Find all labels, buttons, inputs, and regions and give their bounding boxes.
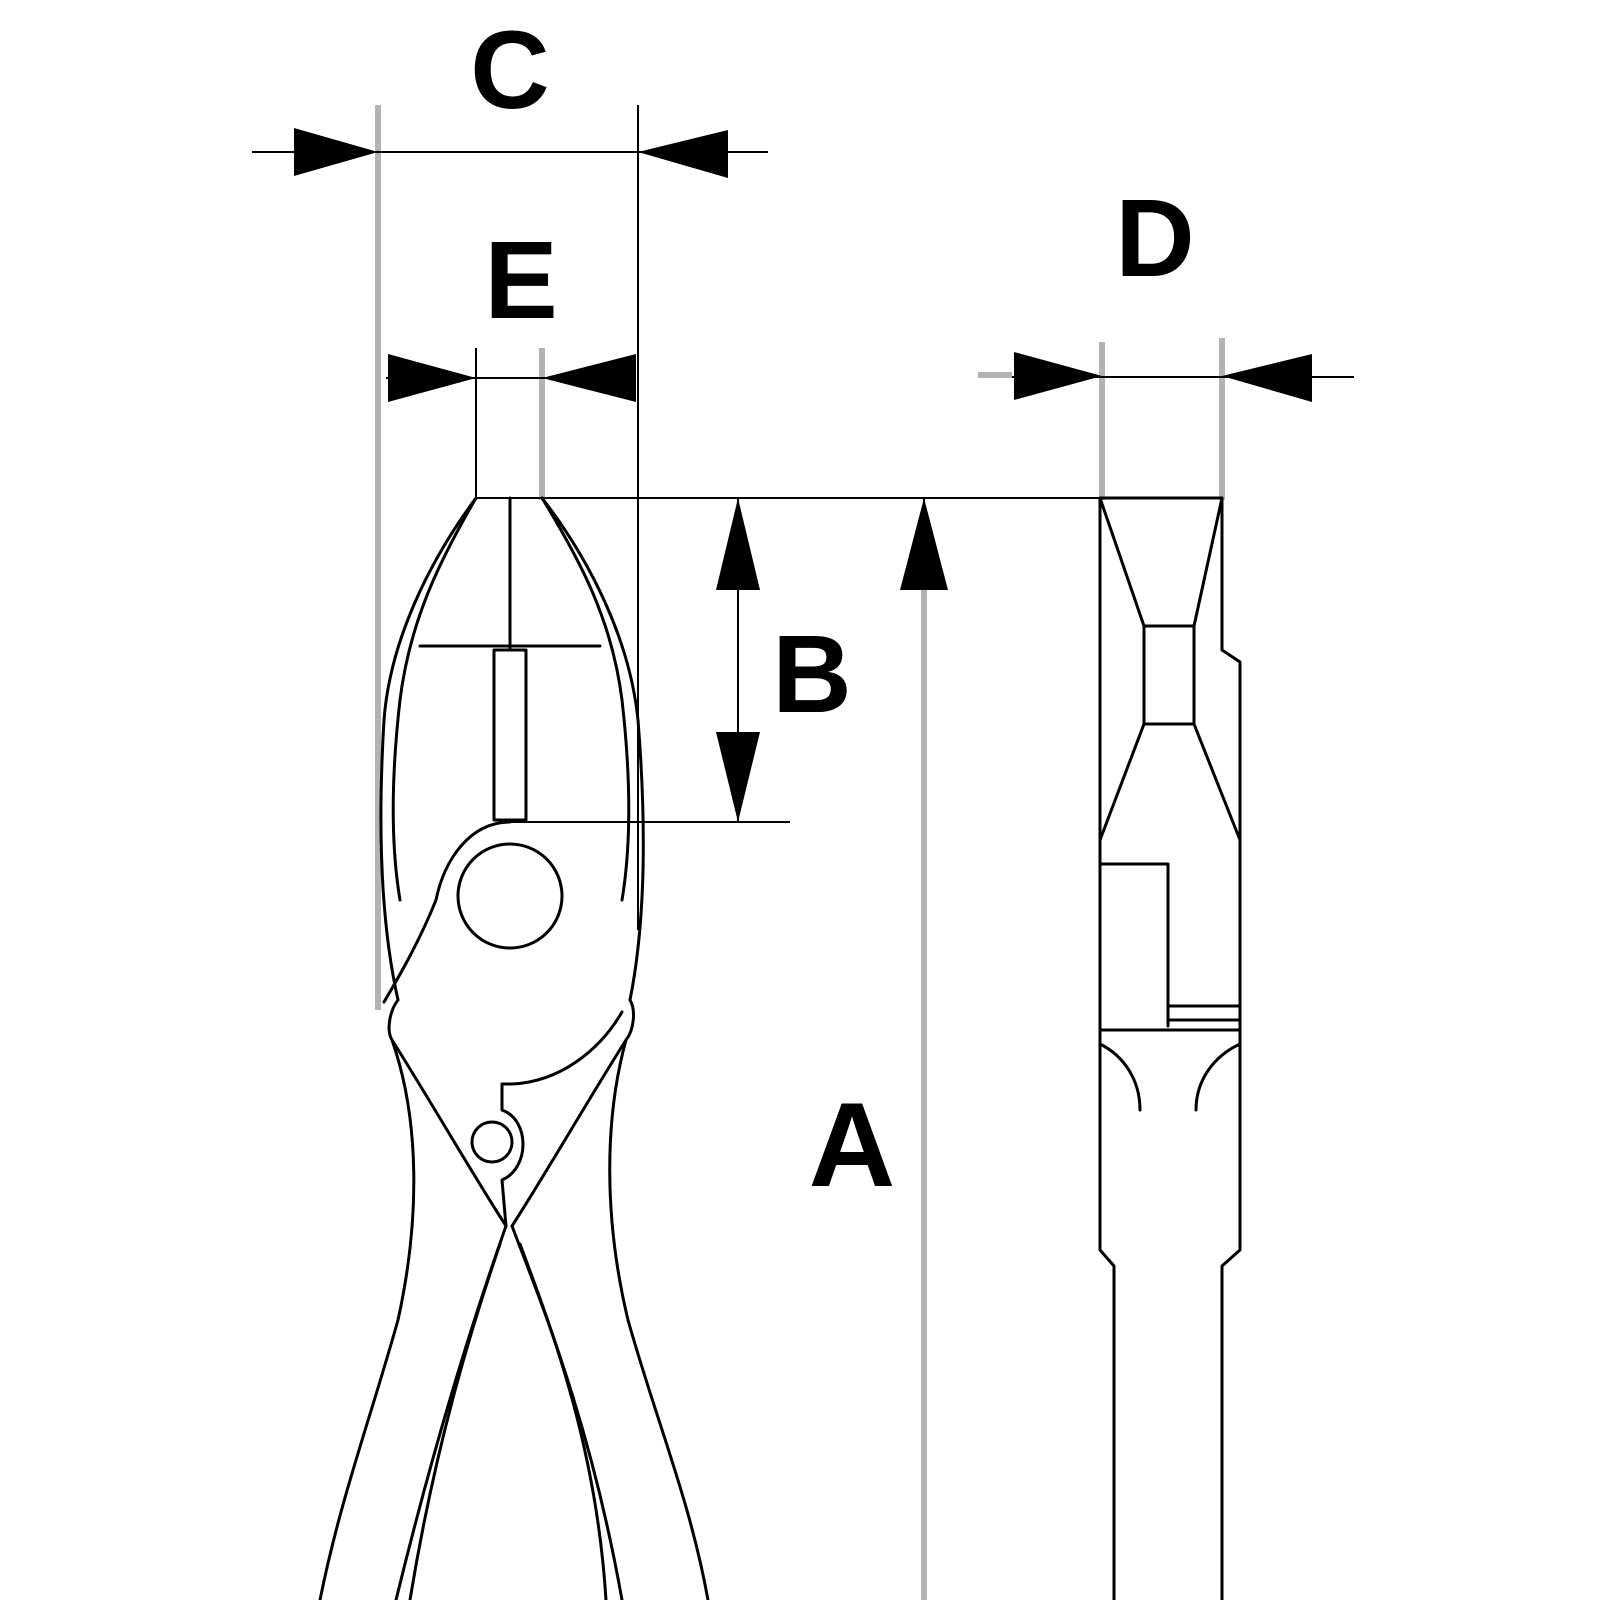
- dimension-e-arrow-right: [542, 354, 636, 402]
- side-body-outline: [1098, 496, 1242, 1600]
- dimension-c-label: C: [470, 9, 549, 132]
- dimension-e-arrow-left: [388, 354, 476, 402]
- spring-rivet: [470, 1120, 514, 1164]
- dimension-c: C: [252, 9, 768, 1010]
- dimension-b-label: B: [772, 613, 851, 736]
- handle-right-inner-b: [518, 1242, 608, 1600]
- pliers-side-view: [1098, 496, 1242, 1600]
- pliers-neck-right: [510, 998, 635, 1228]
- pliers-front-view: [318, 496, 710, 1600]
- dimension-d: D: [978, 177, 1354, 500]
- side-neck-curves: [1098, 1042, 1242, 1112]
- dimension-c-arrow-right: [638, 130, 728, 178]
- pliers-throat: [500, 1010, 624, 1112]
- dimension-b: B: [508, 498, 852, 823]
- side-jaw-taper: [1098, 496, 1242, 842]
- dimension-d-label: D: [1115, 177, 1194, 300]
- pivot-circle: [456, 842, 564, 950]
- dimension-b-arrow-up: [716, 498, 760, 590]
- pliers-head-inner-outline: [391, 496, 631, 902]
- dimension-b-arrow-down: [716, 732, 760, 822]
- dimension-c-arrow-left: [294, 128, 378, 176]
- dimension-d-arrow-left: [1014, 352, 1102, 400]
- handle-left-inner-a: [394, 1224, 508, 1600]
- handle-left-outer: [318, 1038, 416, 1600]
- handle-right-outer: [608, 1038, 710, 1600]
- dimension-a: A: [809, 498, 948, 1600]
- dimension-e-label: E: [484, 219, 557, 342]
- dimension-d-arrow-right: [1222, 354, 1312, 402]
- dimension-a-label: A: [809, 1078, 896, 1212]
- jaw-slot: [492, 648, 528, 822]
- handle-right-inner-a: [510, 1224, 624, 1600]
- pivot-recess: [382, 820, 512, 1004]
- dimension-a-arrow-up: [900, 498, 948, 590]
- handle-left-inner-b: [408, 1242, 502, 1600]
- pliers-head-outline: [379, 496, 645, 1002]
- pliers-neck-left: [387, 998, 508, 1228]
- side-box-joint: [1098, 862, 1242, 1032]
- dimension-e: E: [386, 219, 636, 500]
- spring-loop: [500, 1108, 525, 1228]
